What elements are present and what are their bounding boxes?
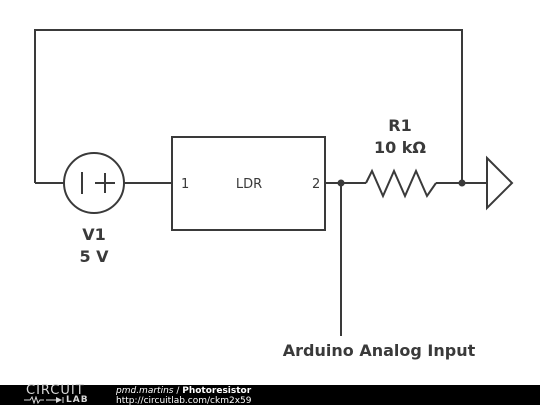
ldr-label: LDR: [236, 177, 262, 192]
junction-node-resistor: [458, 179, 466, 187]
output-arrow-icon[interactable]: [486, 155, 514, 211]
author-link[interactable]: pmd.martins: [116, 386, 174, 396]
circuitlab-logo[interactable]: CIRCUIT LAB: [4, 383, 104, 405]
source-name: V1: [82, 225, 106, 244]
ldr-pin-2: 2: [312, 177, 320, 192]
circuit-credit: pmd.martins / Photoresistor http://circu…: [116, 386, 251, 406]
logo-text-circuit: CIRCUIT: [26, 383, 85, 398]
circuit-title[interactable]: Photoresistor: [182, 386, 252, 396]
footer-bar: CIRCUIT LAB pmd.martins / Photoresistor …: [0, 383, 540, 406]
logo-text-lab: LAB: [66, 395, 89, 405]
voltage-source-v1[interactable]: [63, 152, 125, 214]
ldr-box: [171, 136, 326, 231]
ldr-component[interactable]: LDR 1 2: [171, 136, 326, 231]
logo-resistor-icon: [24, 396, 64, 404]
credit-separator: /: [173, 386, 183, 396]
top-loop-wire: [34, 29, 463, 183]
junction-node-ldr: [337, 179, 345, 187]
resistor-name: R1: [388, 116, 411, 135]
source-value: 5 V: [79, 247, 109, 266]
circuit-schematic: V1 5 V LDR 1 2 R1 10 kΩ Arduino Analog I…: [34, 29, 514, 360]
resistor-r1[interactable]: [365, 168, 437, 199]
analog-input-label: Arduino Analog Input: [283, 341, 476, 360]
ldr-pin-1: 1: [181, 177, 189, 192]
circuit-url[interactable]: http://circuitlab.com/ckm2x59: [116, 396, 252, 406]
source-circle: [63, 152, 125, 214]
resistor-value: 10 kΩ: [374, 138, 426, 157]
